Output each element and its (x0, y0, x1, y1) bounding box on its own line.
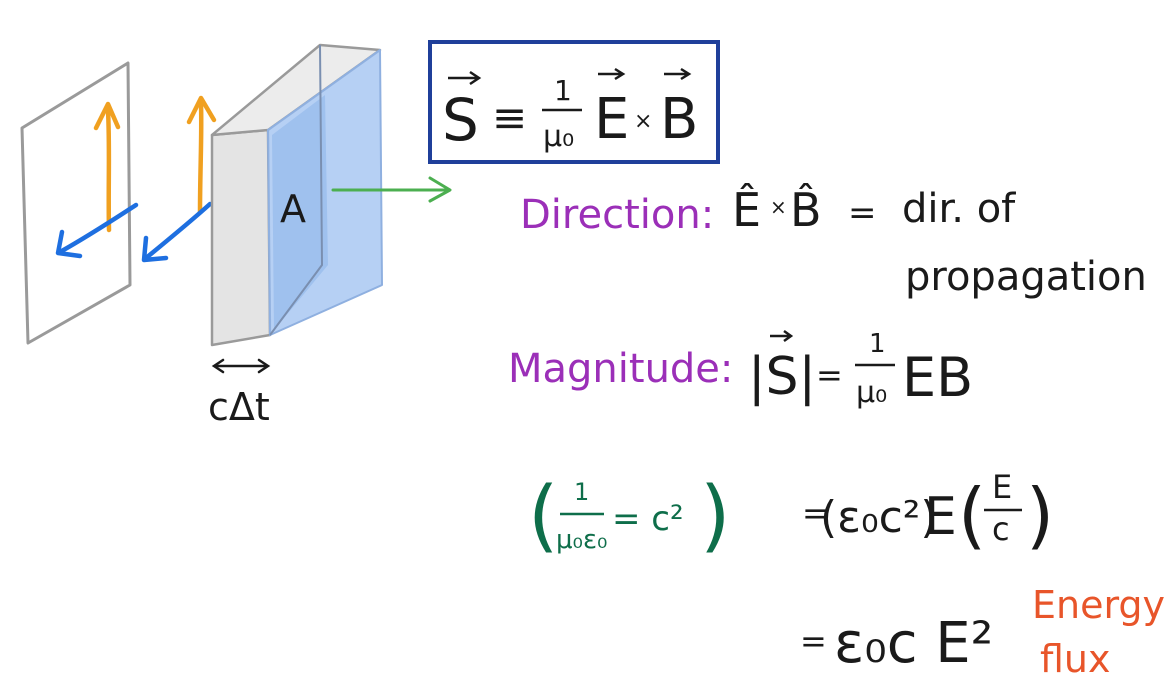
direction-label: Direction: (520, 192, 714, 238)
b-field-arrow-middle (141, 201, 213, 263)
definition-field-e: E (594, 87, 629, 152)
area-label: A (280, 187, 306, 231)
direction-cross: × (770, 195, 787, 219)
direction-line: Direction: Ê × B̂ = dir. of propagation (520, 183, 1147, 300)
energy-flux-note: Energy flux (1032, 583, 1165, 681)
identity-close: ) (700, 471, 730, 561)
thickness-label: cΔt (208, 385, 270, 429)
identity-open: ( (528, 471, 558, 561)
magnitude-rhs: EB (902, 346, 973, 409)
definition-equiv: ≡ (492, 93, 527, 142)
direction-expr-e: Ê (732, 183, 761, 237)
e-field-arrow-middle (186, 95, 217, 215)
definition-coeff-num: 1 (554, 74, 572, 107)
definition-coeff-den: μ₀ (543, 119, 574, 154)
vector-arrow-s (448, 70, 482, 86)
magnitude-lhs: |S| (748, 347, 816, 407)
identity-equals: = c² (612, 499, 684, 539)
poynting-arrow (331, 176, 452, 203)
step3-expr: ε₀c E² (834, 611, 993, 676)
magnitude-coeff-num: 1 (869, 329, 886, 359)
thickness-arrow (211, 358, 271, 374)
step2-frac-num: E (992, 468, 1012, 506)
e-field-arrow-left (93, 101, 121, 233)
step2-close: ) (1026, 473, 1054, 557)
definition-field-b: B (660, 87, 698, 152)
identity-note: ( 1 μ₀ε₀ = c² ) (528, 471, 730, 561)
vector-arrow-s-magnitude (770, 329, 794, 343)
magnitude-line: Magnitude: |S| = 1 μ₀ EB (508, 329, 973, 410)
definition-lhs: S (442, 86, 479, 154)
identity-num: 1 (574, 478, 589, 506)
definition-cross: × (634, 109, 652, 134)
derivation-step-2: = (ε₀c²) E ( E c ) (802, 468, 1054, 557)
step2-open: ( (958, 473, 986, 557)
step2-frac-den: c (992, 510, 1010, 548)
step3-equals: = (800, 622, 827, 660)
magnitude-equals: = (816, 356, 843, 394)
slab-front-face (210, 128, 272, 347)
b-field-arrow-left (55, 202, 139, 259)
step2-equals: = (802, 494, 829, 532)
step2-field: E (924, 487, 957, 547)
slab-back-edge (269, 44, 324, 336)
step2-factor: (ε₀c²) (820, 492, 938, 543)
definition-box (428, 40, 720, 164)
magnitude-label: Magnitude: (508, 346, 733, 392)
derivation-step-3: = ε₀c E² (800, 611, 993, 676)
annotation-line1: Energy (1032, 583, 1165, 627)
direction-equals: = (848, 193, 877, 233)
magnitude-coeff-den: μ₀ (856, 375, 887, 410)
annotation-line2: flux (1040, 637, 1111, 681)
direction-result-line1: dir. of (902, 186, 1016, 232)
direction-result-line2: propagation (905, 254, 1147, 300)
poynting-definition: S ≡ 1 μ₀ E × B (428, 40, 720, 164)
wave-diagram: A cΔt (20, 43, 452, 429)
direction-expr-b: B̂ (790, 183, 822, 237)
identity-den: μ₀ε₀ (556, 525, 607, 555)
vector-arrow-e (598, 67, 626, 81)
vector-arrow-b (664, 67, 692, 81)
plane-back (20, 61, 132, 345)
slab-area-shade (272, 95, 328, 330)
